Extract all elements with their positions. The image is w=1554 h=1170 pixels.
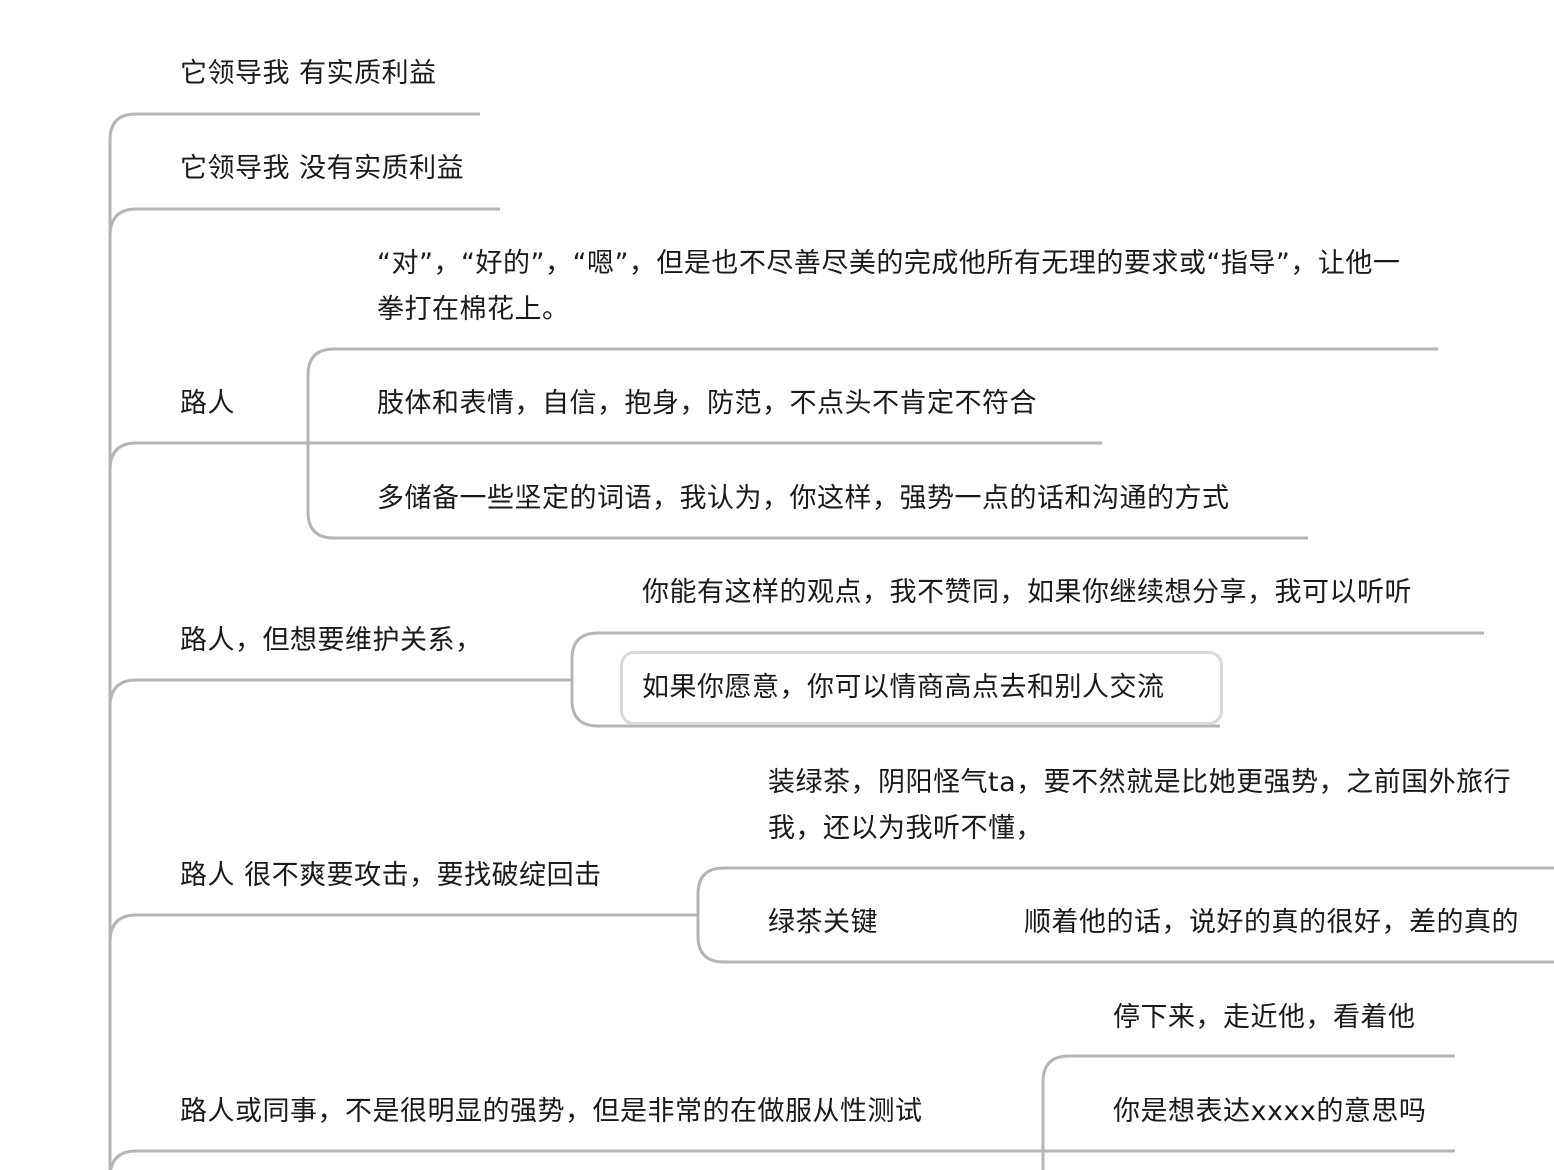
- group-3-bottom: [306, 443, 1308, 540]
- child-node-6-1[interactable]: 停下来，走近他，看着他: [1113, 1002, 1416, 1033]
- child-node-5-2[interactable]: 绿茶关键: [768, 907, 878, 938]
- group-3-top: [306, 347, 1438, 443]
- child-node-4-2[interactable]: 如果你愿意，你可以情商高点去和别人交流: [642, 672, 1165, 703]
- connector-branch-5: [108, 913, 698, 943]
- group-5-top: [696, 866, 1554, 915]
- child-node-5-1-line2[interactable]: 我，还以为我听不懂，: [768, 813, 1043, 844]
- grandchild-node-5-2-1[interactable]: 顺着他的话，说好的真的很好，差的真的: [1024, 907, 1519, 938]
- branch-node-3[interactable]: 路人: [180, 388, 235, 419]
- child-node-3-2[interactable]: 肢体和表情，自信，抱身，防范，不点头不肯定不符合: [377, 388, 1037, 419]
- group-5-bottom: [696, 915, 1554, 964]
- branch-node-6[interactable]: 路人或同事，不是很明显的强势，但是非常的在做服从性测试: [180, 1096, 923, 1127]
- branch-node-5[interactable]: 路人 很不爽要攻击，要找破绽回击: [180, 860, 602, 891]
- connector-branch-3: [108, 441, 1102, 471]
- connector-branch-4: [108, 678, 572, 708]
- branch-node-2[interactable]: 它领导我 没有实质利益: [180, 153, 465, 184]
- child-node-6-2[interactable]: 你是想表达xxxx的意思吗: [1113, 1096, 1427, 1127]
- child-node-5-1-line1[interactable]: 装绿茶，阴阳怪气ta，要不然就是比她更强势，之前国外旅行: [768, 767, 1512, 798]
- branch-node-4[interactable]: 路人，但想要维护关系，: [180, 625, 483, 656]
- child-node-3-3[interactable]: 多储备一些坚定的词语，我认为，你这样，强势一点的话和沟通的方式: [377, 483, 1230, 514]
- branch-node-1[interactable]: 它领导我 有实质利益: [180, 58, 437, 89]
- selected-node-highlight: [620, 651, 1223, 725]
- connector-branch-6: [108, 1149, 1043, 1170]
- root-spine: [108, 112, 480, 1170]
- group-4-bottom: [570, 680, 1220, 728]
- group-6-top: [1041, 1054, 1455, 1151]
- child-node-3-1[interactable]: “对”，“好的”，“嗯”，但是也不尽善尽美的完成他所有无理的要求或“指导”，让他…: [377, 248, 1401, 325]
- connector-branch-2: [108, 207, 500, 237]
- child-node-4-1[interactable]: 你能有这样的观点，我不赞同，如果你继续想分享，我可以听听: [642, 577, 1412, 608]
- group-4-top: [570, 631, 1484, 680]
